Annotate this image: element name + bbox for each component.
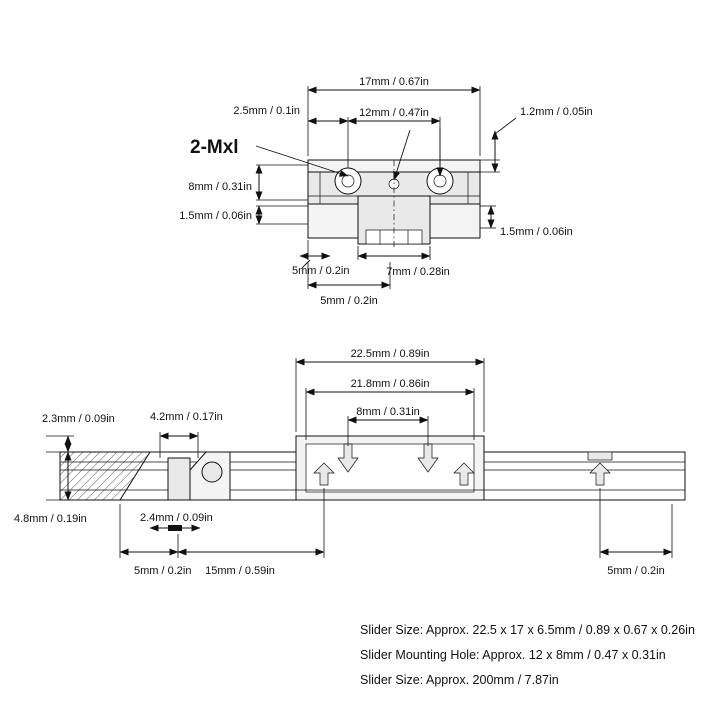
- dim-side-hole-pitch: 15mm / 0.59in: [177, 488, 325, 577]
- dim-side-body-length: 21.8mm / 0.86in: [305, 378, 475, 440]
- top-view-group: 17mm / 0.67in 12mm / 0.47in 2.5mm / 0.1i…: [179, 76, 593, 307]
- dim-side-hole-pitch-label: 15mm / 0.59in: [205, 565, 275, 577]
- dim-top-hole-spacing-label: 12mm / 0.47in: [359, 107, 429, 119]
- rail-mounting-holes: [313, 451, 613, 486]
- side-view-group: 22.5mm / 0.89in 21.8mm / 0.86in 8mm / 0.…: [14, 348, 686, 577]
- slider-cross-section: [307, 159, 481, 248]
- dim-side-end-offset-right: 5mm / 0.2in: [599, 488, 673, 577]
- dim-top-rail-base-left: 5mm / 0.2in: [292, 240, 349, 277]
- dim-top-hole-spacing: 12mm / 0.47in: [347, 107, 441, 168]
- dim-side-hole-top-width-label: 4.2mm / 0.17in: [150, 411, 223, 423]
- dim-side-rail-height-label: 4.8mm / 0.19in: [14, 513, 87, 525]
- dim-side-end-offset-right-label: 5mm / 0.2in: [607, 565, 664, 577]
- dim-top-rail-base-width-label: 7mm / 0.28in: [386, 266, 450, 278]
- dim-top-rail-bottom-width-label: 5mm / 0.2in: [320, 295, 377, 307]
- dim-top-flange-height-left-label: 1.5mm / 0.06in: [179, 210, 252, 222]
- dim-side-mount-hole-spacing: 8mm / 0.31in: [347, 406, 429, 446]
- dim-top-edge-offset: 2.5mm / 0.1in: [233, 105, 349, 125]
- dim-top-rail-base-width: 7mm / 0.28in: [357, 246, 450, 278]
- rail-left-end-detail: [59, 451, 231, 501]
- dim-top-overall-width-label: 17mm / 0.67in: [359, 76, 429, 88]
- callout-2mxl: 2-Mxl: [190, 128, 444, 181]
- dim-side-top-chamfer: 2.3mm / 0.09in: [42, 413, 115, 453]
- dim-side-hole-top-width: 4.2mm / 0.17in: [150, 411, 223, 458]
- dim-side-hole-neck: 2.4mm / 0.09in: [140, 512, 213, 532]
- dim-side-body-length-label: 21.8mm / 0.86in: [351, 378, 430, 390]
- callout-2mxl-label: 2-Mxl: [190, 137, 239, 158]
- spec-line-1: Slider Size: Approx. 22.5 x 17 x 6.5mm /…: [360, 623, 695, 637]
- dim-top-flange-height-right: 1.5mm / 0.06in: [480, 205, 573, 238]
- dim-side-end-offset-left-label: 5mm / 0.2in: [134, 565, 191, 577]
- dim-side-slider-length-label: 22.5mm / 0.89in: [351, 348, 430, 360]
- dim-top-plate-thickness-label: 1.2mm / 0.05in: [520, 106, 593, 118]
- spec-text-block: Slider Size: Approx. 22.5 x 17 x 6.5mm /…: [360, 623, 695, 687]
- dim-side-slider-length: 22.5mm / 0.89in: [295, 348, 485, 432]
- dim-top-overall-width: 17mm / 0.67in: [307, 76, 481, 156]
- dim-side-mount-hole-spacing-label: 8mm / 0.31in: [356, 406, 420, 418]
- dim-top-body-height-label: 8mm / 0.31in: [188, 181, 252, 193]
- dim-side-top-chamfer-label: 2.3mm / 0.09in: [42, 413, 115, 425]
- dim-side-hole-neck-label: 2.4mm / 0.09in: [140, 512, 213, 524]
- dim-top-rail-base-left-label: 5mm / 0.2in: [292, 265, 349, 277]
- spec-line-2: Slider Mounting Hole: Approx. 12 x 8mm /…: [360, 648, 666, 662]
- dim-top-edge-offset-label: 2.5mm / 0.1in: [233, 105, 300, 117]
- dim-top-rail-bottom-width: 5mm / 0.2in: [307, 262, 391, 307]
- dim-side-rail-height: 4.8mm / 0.19in: [14, 451, 87, 525]
- dim-top-body-height: 8mm / 0.31in: [188, 164, 308, 201]
- spec-line-3: Slider Size: Approx. 200mm / 7.87in: [360, 673, 559, 687]
- slider-side-profile: [295, 435, 485, 501]
- dim-top-flange-height-left: 1.5mm / 0.06in: [179, 205, 308, 225]
- dim-top-plate-thickness: 1.2mm / 0.05in: [480, 106, 593, 173]
- dim-top-flange-height-right-label: 1.5mm / 0.06in: [500, 226, 573, 238]
